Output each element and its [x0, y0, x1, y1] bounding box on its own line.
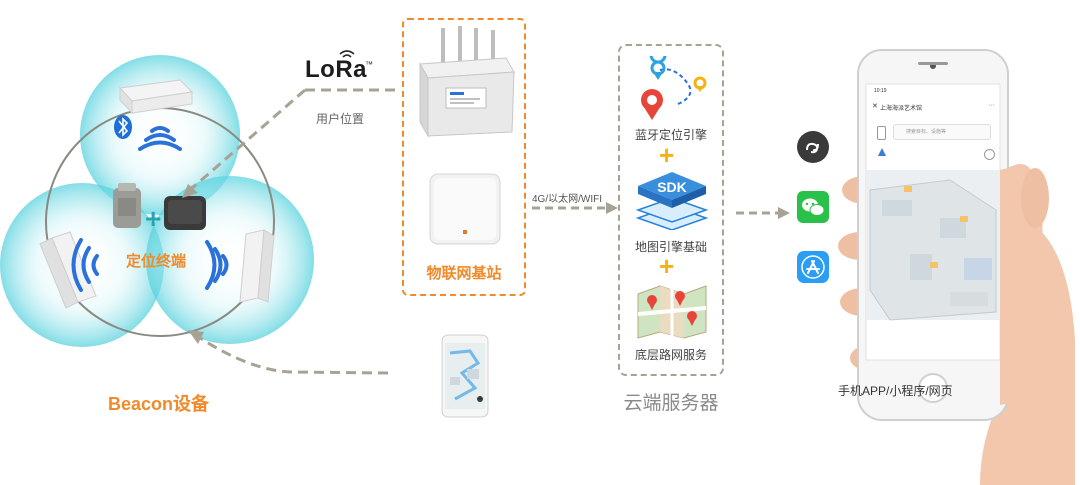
phone-search-box[interactable]: 搜索目标、设施等 — [893, 124, 991, 140]
phone-title: 上海海派艺术馆 — [880, 106, 923, 112]
user-position-label: 用户位置 — [316, 112, 365, 126]
phone-menu-icon[interactable]: ··· — [988, 102, 995, 109]
hand-holding-phone — [838, 49, 1075, 485]
signal-wave-icon — [138, 126, 182, 151]
bluetooth-icon — [114, 115, 132, 139]
small-phone-map — [441, 334, 489, 418]
phone-time: 10:19 — [874, 88, 887, 94]
lora-wave-icon — [339, 50, 355, 58]
network-label: 4G/以太网/WIFI — [532, 194, 602, 205]
bt-engine-label: 蓝牙定位引擎 — [634, 128, 707, 142]
clients-label: 手机APP/小程序/网页 — [838, 384, 953, 398]
phone-compass-icon — [878, 148, 886, 156]
signal-wave-right — [205, 240, 229, 290]
lora-link-arrow — [189, 88, 306, 192]
gateway-box: 物联网基站 — [402, 18, 526, 296]
mini-program-icon — [797, 131, 829, 163]
map-icon — [637, 285, 707, 339]
tag-terminal — [113, 183, 141, 228]
plus-2: + — [659, 251, 675, 281]
plus-sign: + — [145, 203, 161, 234]
terminal-label: 定位终端 — [126, 253, 187, 270]
card-terminal — [164, 196, 206, 230]
lora-text: LoRa — [305, 56, 367, 83]
signal-wave-left — [71, 238, 99, 292]
phone-floor-icon[interactable] — [877, 126, 886, 140]
indoor-gateway-device — [429, 173, 501, 245]
network-arrow — [532, 202, 618, 214]
cloud-label: 云端服务器 — [623, 393, 719, 414]
lora-link-arrowhead — [182, 184, 198, 198]
cloud-to-app-arrow — [736, 207, 790, 219]
sdk-stack-icon: SDK — [636, 172, 708, 230]
lora-tm: ™ — [365, 60, 373, 69]
beacon-label: Beacon设备 — [108, 394, 210, 414]
wechat-icon — [797, 191, 829, 223]
beacon-device-right — [239, 229, 275, 303]
outdoor-gateway-device — [419, 26, 515, 138]
road-service-label: 底层路网服务 — [634, 348, 707, 362]
sdk-text: SDK — [657, 179, 687, 195]
cloud-server-box — [618, 44, 724, 376]
return-arrow — [199, 336, 389, 375]
gateway-label: 物联网基站 — [426, 265, 502, 282]
app-store-icon — [797, 251, 829, 283]
beacon-device-top — [118, 79, 194, 115]
return-arrowhead — [188, 330, 204, 344]
plus-1: + — [659, 140, 675, 170]
map-engine-label: 地图引擎基础 — [634, 240, 707, 254]
beacon-area: + — [0, 55, 398, 375]
location-pin-icon — [641, 56, 707, 120]
phone-search-input: 搜索目标、设施等 — [906, 129, 947, 135]
phone-locate-icon[interactable] — [984, 149, 995, 160]
phone-back-icon[interactable]: ✕ — [872, 103, 878, 110]
